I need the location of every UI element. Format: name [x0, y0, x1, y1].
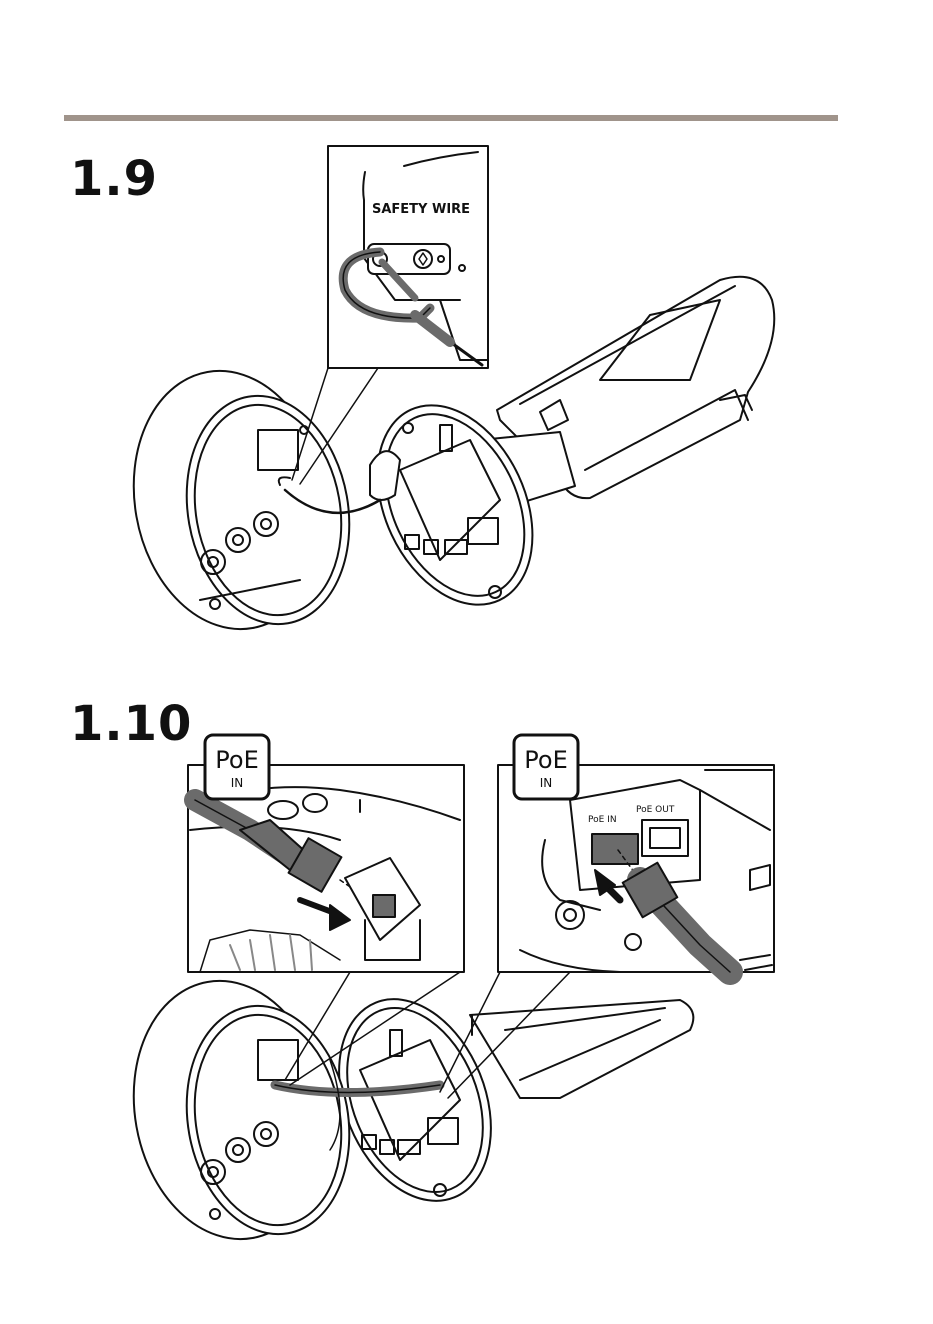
- mount-junction-box-2: [114, 965, 367, 1254]
- camera-housing-2: [470, 1000, 693, 1098]
- poe-in-port: [592, 834, 638, 864]
- port-label-poe-out: PoE OUT: [636, 805, 675, 815]
- poe-out-port: [642, 820, 688, 856]
- poe-badge-left-sub: IN: [231, 776, 244, 790]
- poe-badge-left-title: PoE: [215, 746, 258, 774]
- poe-badge-right-title: PoE: [524, 746, 567, 774]
- port-label-poe-in: PoE IN: [588, 815, 617, 825]
- poe-badge-right-sub: IN: [540, 776, 553, 790]
